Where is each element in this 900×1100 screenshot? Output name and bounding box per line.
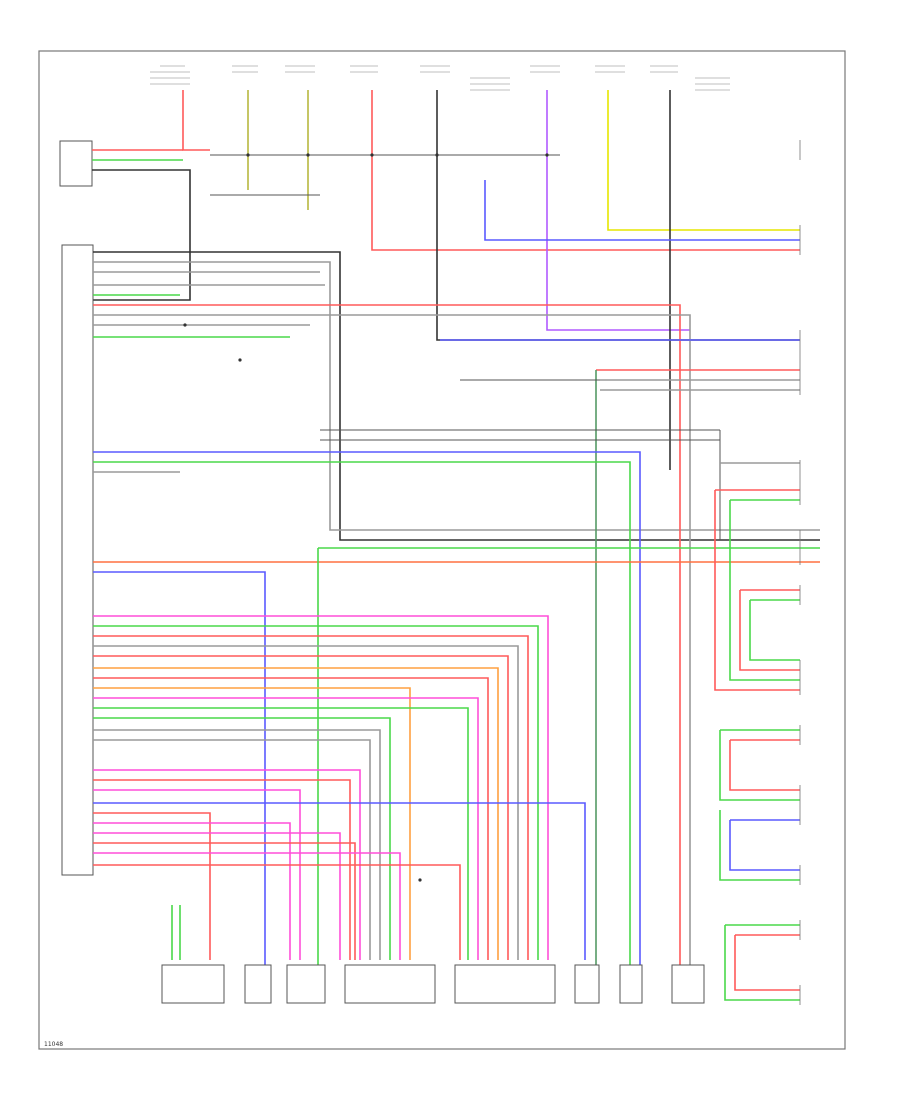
bottom-components xyxy=(161,964,705,1004)
fuse-drops xyxy=(182,90,800,470)
mid-harness xyxy=(93,451,820,1000)
top-fuse-labels xyxy=(150,65,730,91)
main-control-module-connector xyxy=(61,244,94,876)
connector-top-left xyxy=(59,140,93,187)
junction-dots xyxy=(183,153,549,882)
diagram-frame xyxy=(38,50,846,1050)
right-connectors xyxy=(714,462,800,1001)
switch-area xyxy=(320,379,721,540)
lower-harness xyxy=(93,615,586,960)
upper-harness xyxy=(93,251,820,1000)
figure-id: 11048 xyxy=(44,1041,63,1048)
